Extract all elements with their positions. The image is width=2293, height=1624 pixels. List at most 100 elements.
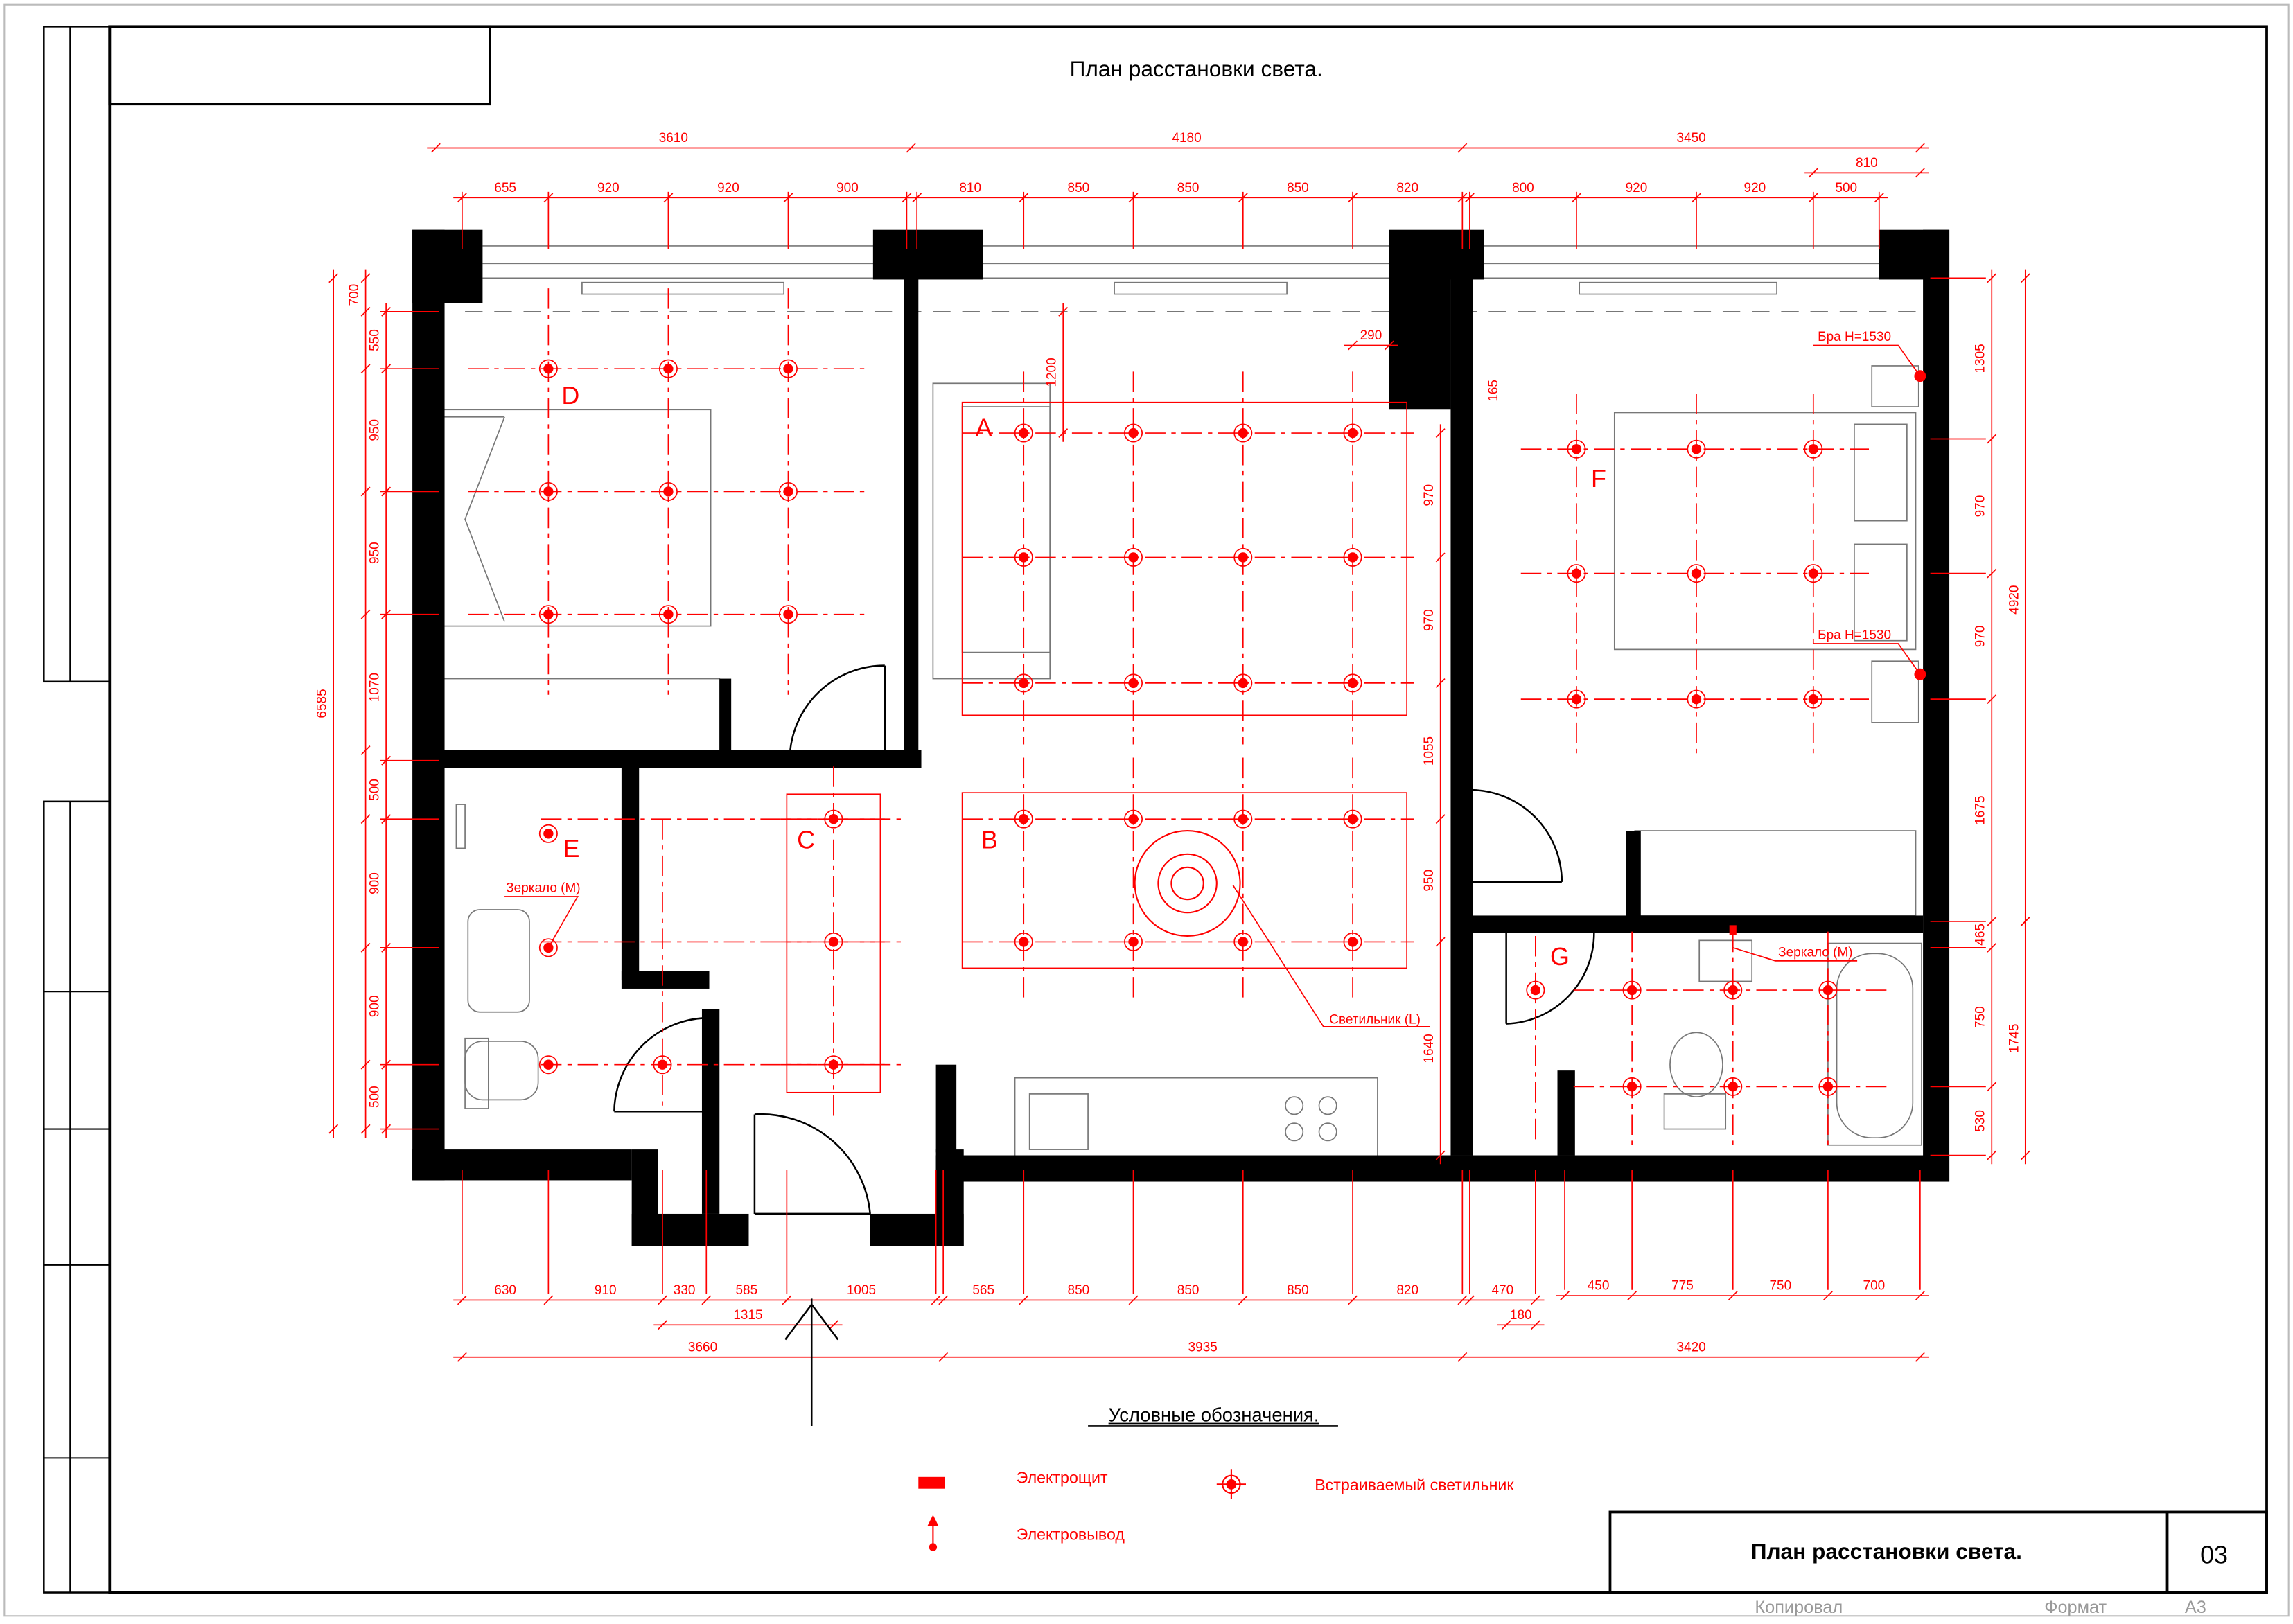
dimension-label: 4180 xyxy=(1172,131,1201,145)
dimension-label: 970 xyxy=(1422,484,1437,506)
annotations: Бра H=1530 Бра H=1530 Зеркало (M) Зеркал… xyxy=(506,330,1891,1027)
dim-tick xyxy=(2020,1150,2030,1160)
dim-tick xyxy=(1435,552,1446,563)
dim-tick xyxy=(1808,168,1818,178)
dim-tick xyxy=(360,942,371,953)
sconce-outlet-1 xyxy=(1914,370,1926,382)
dimension-label: 970 xyxy=(1974,495,1988,518)
dimension-label: 700 xyxy=(347,284,362,306)
dim-tick xyxy=(360,306,371,317)
dim-tick xyxy=(1530,1320,1540,1330)
downlight-core xyxy=(1347,552,1358,563)
downlight-core xyxy=(1238,678,1248,689)
dimension-label: 3935 xyxy=(1188,1340,1218,1354)
zone-b-outline xyxy=(961,792,1407,969)
downlight-icon xyxy=(1014,673,1033,693)
dimension-label: 900 xyxy=(836,181,859,195)
downlight-core xyxy=(1808,568,1818,579)
dim-tick xyxy=(1435,678,1446,688)
sconce-outlet-2 xyxy=(1914,668,1926,680)
downlight-icon xyxy=(778,605,798,624)
dim-tick xyxy=(1435,1150,1446,1160)
annotation-leaders xyxy=(504,344,1921,1027)
dimension-label: 950 xyxy=(368,419,383,441)
downlight-core xyxy=(783,486,793,497)
downlight-icon xyxy=(538,938,558,957)
dim-tick xyxy=(360,1059,371,1070)
dim-tick xyxy=(1348,1295,1358,1305)
bath-g-fixtures xyxy=(1663,939,1922,1146)
bed-d xyxy=(438,409,712,627)
dim-tick xyxy=(360,745,371,755)
downlight-core xyxy=(1822,1082,1834,1092)
dim-tick xyxy=(1058,306,1069,317)
downlight-core xyxy=(1571,444,1582,454)
dim-tick xyxy=(1238,1295,1248,1305)
dimension-label: 1055 xyxy=(1422,736,1437,766)
dimension-label: 700 xyxy=(1863,1279,1886,1294)
room-label-e: E xyxy=(563,835,579,863)
downlight-core xyxy=(1691,444,1702,454)
dimension-label: 450 xyxy=(1588,1279,1610,1294)
sheet-frame xyxy=(3,3,2290,1617)
downlight-core xyxy=(1626,985,1637,996)
footer-format-value: А3 xyxy=(2185,1598,2206,1617)
dimension-label: 900 xyxy=(368,995,383,1017)
legend-title: Условные обозначения. xyxy=(1109,1404,1319,1426)
dim-tick xyxy=(1457,143,1468,153)
dim-tick xyxy=(1348,340,1358,351)
downlight-core xyxy=(1728,985,1738,996)
downlight-core xyxy=(543,829,554,839)
dimension-label: 775 xyxy=(1671,1279,1694,1294)
downlight-icon xyxy=(1233,547,1253,567)
downlight-icon xyxy=(1233,423,1253,443)
downlight-icon xyxy=(1343,809,1362,829)
downlight-core xyxy=(1238,552,1248,563)
downlight-core xyxy=(1347,813,1358,824)
downlight-core xyxy=(1808,694,1818,705)
downlight-icon xyxy=(1343,932,1362,951)
dim-tick xyxy=(701,1295,712,1305)
dimension-label: 1005 xyxy=(847,1283,876,1298)
doors xyxy=(613,664,1595,1215)
dimension-label: 565 xyxy=(972,1283,994,1298)
dimension-label: 850 xyxy=(1287,181,1309,195)
dim-tick xyxy=(1501,1320,1511,1330)
room-label-b: B xyxy=(981,826,998,854)
dim-tick xyxy=(1915,168,1925,178)
downlight-core xyxy=(1238,937,1248,947)
dim-tick xyxy=(1435,937,1446,947)
downlight-icon xyxy=(658,482,678,501)
room-label-d: D xyxy=(561,382,579,409)
dimension-label: 3610 xyxy=(659,131,688,145)
downlight-icon xyxy=(778,359,798,378)
downlight-core xyxy=(543,1059,554,1070)
zone-c-outline xyxy=(786,793,881,1093)
dimension-label: 1305 xyxy=(1974,344,1988,373)
downlight-icon xyxy=(1818,1077,1838,1096)
dim-tick xyxy=(360,364,371,374)
dimension-label: 655 xyxy=(494,181,516,195)
downlight-core xyxy=(1128,813,1139,824)
dimension-label: 470 xyxy=(1492,1283,1514,1298)
dim-tick xyxy=(1728,1291,1738,1301)
dimension-label: 750 xyxy=(1769,1279,1791,1294)
dimension-label: 530 xyxy=(1974,1110,1988,1132)
downlight-icon xyxy=(538,1055,558,1075)
downlight-core xyxy=(1347,678,1358,689)
downlight-core xyxy=(1691,568,1702,579)
dimension-label: 910 xyxy=(595,1283,617,1298)
dimension-label: 465 xyxy=(1974,924,1988,946)
dim-tick xyxy=(938,1352,949,1362)
dimension-label: 500 xyxy=(1835,181,1857,195)
downlight-core xyxy=(783,609,793,619)
downlight-core xyxy=(1347,937,1358,947)
dim-tick xyxy=(457,1295,467,1305)
window-frames xyxy=(482,245,1879,279)
footer-copied: Копировал xyxy=(1755,1598,1843,1617)
downlight-core xyxy=(783,364,793,374)
dimension-label: 4920 xyxy=(2007,585,2021,614)
downlight-core xyxy=(1019,427,1029,439)
